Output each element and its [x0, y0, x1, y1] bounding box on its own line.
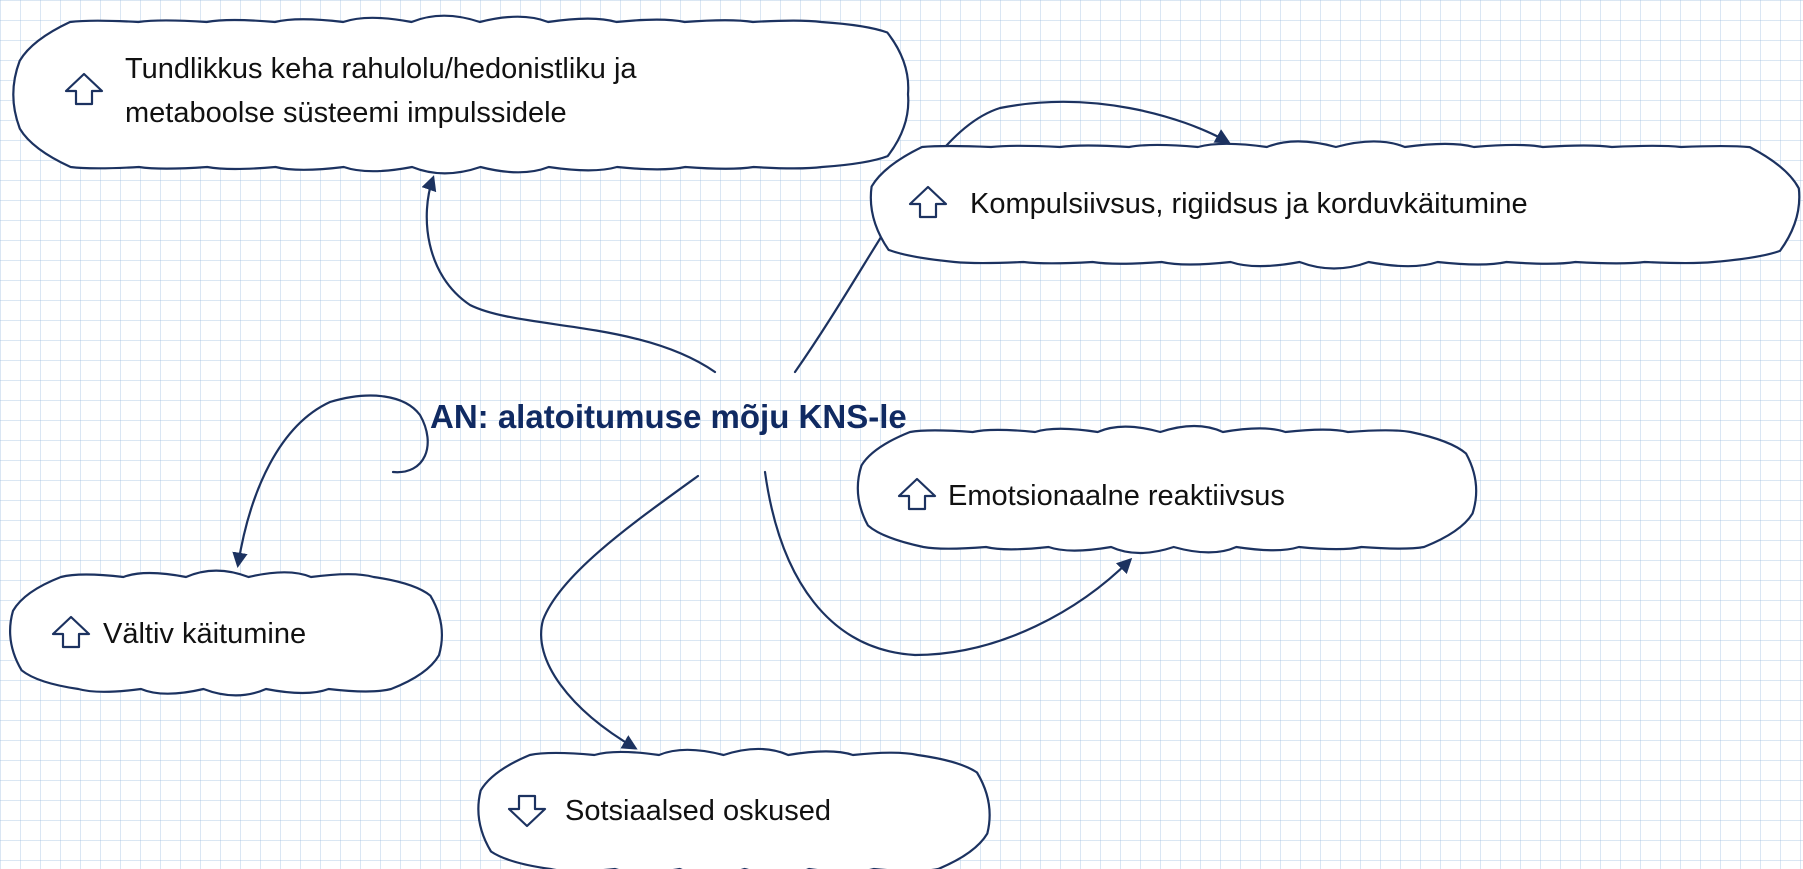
cloud-shape [9, 569, 443, 697]
arrow-up-icon [908, 185, 948, 219]
center-title: AN: alatoitumuse mõju KNS-le [430, 398, 907, 435]
connector-to-emotional [763, 470, 1133, 657]
arrow-down-icon [507, 794, 547, 828]
cloud-label: Kompulsiivsus, rigiidsus ja korduvkäitum… [970, 188, 1528, 220]
cloud-node-compulsivity: Kompulsiivsus, rigiidsus ja korduvkäitum… [869, 140, 1801, 270]
arrow-up-icon [51, 615, 91, 649]
cloud-node-social: Sotsiaalsed oskused [477, 747, 991, 869]
cloud-label: Vältiv käitumine [103, 618, 306, 650]
cloud-shape [12, 14, 910, 175]
arrow-up-icon [64, 72, 104, 106]
cloud-node-emotional: Emotsionaalne reaktiivsus [856, 424, 1478, 555]
cloud-node-avoidant: Vältiv käitumine [9, 569, 443, 697]
cloud-node-sensitivity: Tundlikkus keha rahulolu/hedonistliku ja… [12, 14, 910, 175]
connector-to-social [540, 474, 700, 750]
connector-to-compulsivity [793, 100, 1231, 374]
cloud-label: Sotsiaalsed oskused [565, 795, 831, 827]
cloud-label: Tundlikkus keha rahulolu/hedonistliku ja [125, 53, 637, 85]
cloud-shape [477, 747, 991, 869]
cloud-label: Emotsionaalne reaktiivsus [948, 480, 1285, 512]
cloud-label: metaboolse süsteemi impulssidele [125, 97, 567, 129]
cloud-shape [856, 424, 1478, 555]
connector-to-sensitivity [421, 175, 717, 374]
connectors [232, 100, 1231, 750]
cloud-shape [869, 140, 1801, 270]
clouds: Tundlikkus keha rahulolu/hedonistliku ja… [9, 14, 1801, 869]
arrow-up-icon [897, 477, 937, 511]
connector-to-avoidant [232, 394, 429, 569]
